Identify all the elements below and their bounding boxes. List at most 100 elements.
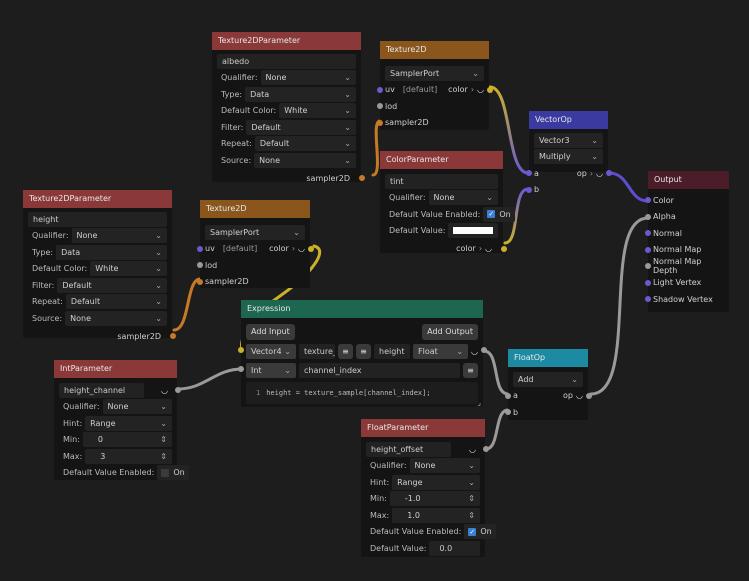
param-defaultcolor-select[interactable]: White⌄ [90,261,167,276]
expand-icon[interactable]: ◡ [469,444,476,454]
color-output-port[interactable] [501,245,507,252]
node-header[interactable]: VectorOp [529,111,608,129]
param-repeat-select[interactable]: Default⌄ [65,294,167,309]
default-value-enabled-toggle[interactable]: ✓On [464,524,496,539]
expand-icon[interactable]: ◡ [471,346,478,356]
output-input-port[interactable] [645,197,651,203]
parameter-name-input[interactable]: height [28,211,167,227]
node-header[interactable]: FloatOp [508,349,588,367]
delete-input-icon[interactable]: ≡ [463,363,478,378]
input-name-field[interactable]: channel_index [299,363,460,378]
vector-type-select[interactable]: Vector3⌄ [534,132,603,148]
parameter-name-input[interactable]: height_offset [366,441,451,457]
output-input-port[interactable] [645,230,651,236]
op-output-port[interactable] [586,392,592,399]
sampler-mode-select[interactable]: SamplerPort⌄ [385,65,484,81]
color-output-port[interactable] [487,86,493,93]
output-input-port[interactable] [645,279,651,286]
expand-icon[interactable]: ◡ [161,385,168,395]
delete-output-icon[interactable]: ≡ [356,343,371,359]
sampler2d-output-port[interactable] [170,333,176,339]
lod-input-port[interactable] [377,103,383,109]
hint-select[interactable]: Range⌄ [85,415,172,431]
param-source-select[interactable]: None⌄ [254,152,356,168]
output-input-port[interactable] [645,246,651,253]
param-type-select[interactable]: Data⌄ [56,244,167,260]
max-spinner[interactable]: 1.0⇕ [392,507,480,523]
expand-icon[interactable]: ◡ [576,391,583,400]
min-spinner[interactable]: -1.0⇕ [389,491,480,506]
sampler2d-output-port[interactable] [359,175,365,181]
sampler2d-input-port[interactable] [197,278,203,285]
node-header[interactable]: ColorParameter [380,151,503,169]
sampler-mode-select[interactable]: SamplerPort⌄ [205,224,305,240]
uv-input-port[interactable] [377,86,383,93]
max-spinner[interactable]: 3⇕ [85,448,172,464]
add-output-button[interactable]: Add Output [422,323,478,340]
param-filter-select[interactable]: Default⌄ [246,119,356,135]
parameter-name-input[interactable]: tint [385,173,498,189]
param-type-select[interactable]: Data⌄ [245,86,356,102]
vector4-input-port[interactable] [238,346,244,353]
output-input-port[interactable] [645,213,651,220]
param-defaultcolor-select[interactable]: White⌄ [279,103,356,118]
output-input-port[interactable] [645,263,651,269]
lod-input-port[interactable] [197,262,203,268]
output-input-port[interactable] [645,296,651,302]
qualifier-select[interactable]: None⌄ [428,190,498,205]
param-qualifier-select[interactable]: None⌄ [71,228,167,243]
node-header[interactable]: Texture2DParameter [23,190,172,208]
color-output-port[interactable] [308,245,314,252]
param-filter-select[interactable]: Default⌄ [57,277,167,293]
param-source-select[interactable]: None⌄ [65,310,167,326]
sampler2d-input-port[interactable] [377,119,383,126]
default-value-enabled-toggle[interactable]: ✓On [483,206,515,222]
hint-select[interactable]: Range⌄ [392,474,480,490]
op-output-port[interactable] [606,170,612,176]
value-output-port[interactable] [483,446,489,452]
parameter-name-input[interactable]: height_channel [59,382,144,398]
expand-icon[interactable]: ◡ [485,244,492,253]
expand-icon[interactable]: ◡ [298,244,305,253]
node-header[interactable]: Output [648,171,729,189]
default-value-input[interactable]: 0.0 [429,540,480,556]
height-output-port[interactable] [481,346,487,353]
node-header[interactable]: Expression [241,300,483,318]
operation-select[interactable]: Add⌄ [513,371,583,387]
parameter-name-input[interactable]: albedo [217,53,356,69]
input-type-select[interactable]: Vector4⌄ [246,343,296,359]
qualifier-select[interactable]: None⌄ [409,458,480,473]
a-input-port[interactable] [526,170,532,176]
output-name-field[interactable]: height [374,343,410,359]
expand-icon[interactable]: ◡ [596,168,603,178]
add-input-button[interactable]: Add Input [246,323,295,340]
expand-icon[interactable]: ◡ [477,85,484,94]
b-input-port[interactable] [505,409,511,415]
node-header[interactable]: Texture2D [380,41,489,59]
input-type-select[interactable]: Int⌄ [246,363,296,378]
min-spinner[interactable]: 0⇕ [82,432,172,447]
default-color-picker[interactable] [448,223,498,238]
operation-select[interactable]: Multiply⌄ [534,149,603,164]
param-qualifier-select[interactable]: None⌄ [260,70,356,85]
resize-handle-icon[interactable]: ⌟ [477,398,481,407]
b-input-port[interactable] [526,186,532,193]
output-type-select[interactable]: Float⌄ [413,343,469,359]
node-header[interactable]: FloatParameter [361,419,485,437]
a-input-port[interactable] [505,392,511,399]
value-output-port[interactable] [175,387,181,393]
int-input-port[interactable] [238,366,244,372]
node-header[interactable]: Texture2D [200,200,310,218]
delete-input-icon[interactable]: ≡ [338,343,353,359]
default-value-enabled-toggle[interactable]: On [157,465,189,480]
